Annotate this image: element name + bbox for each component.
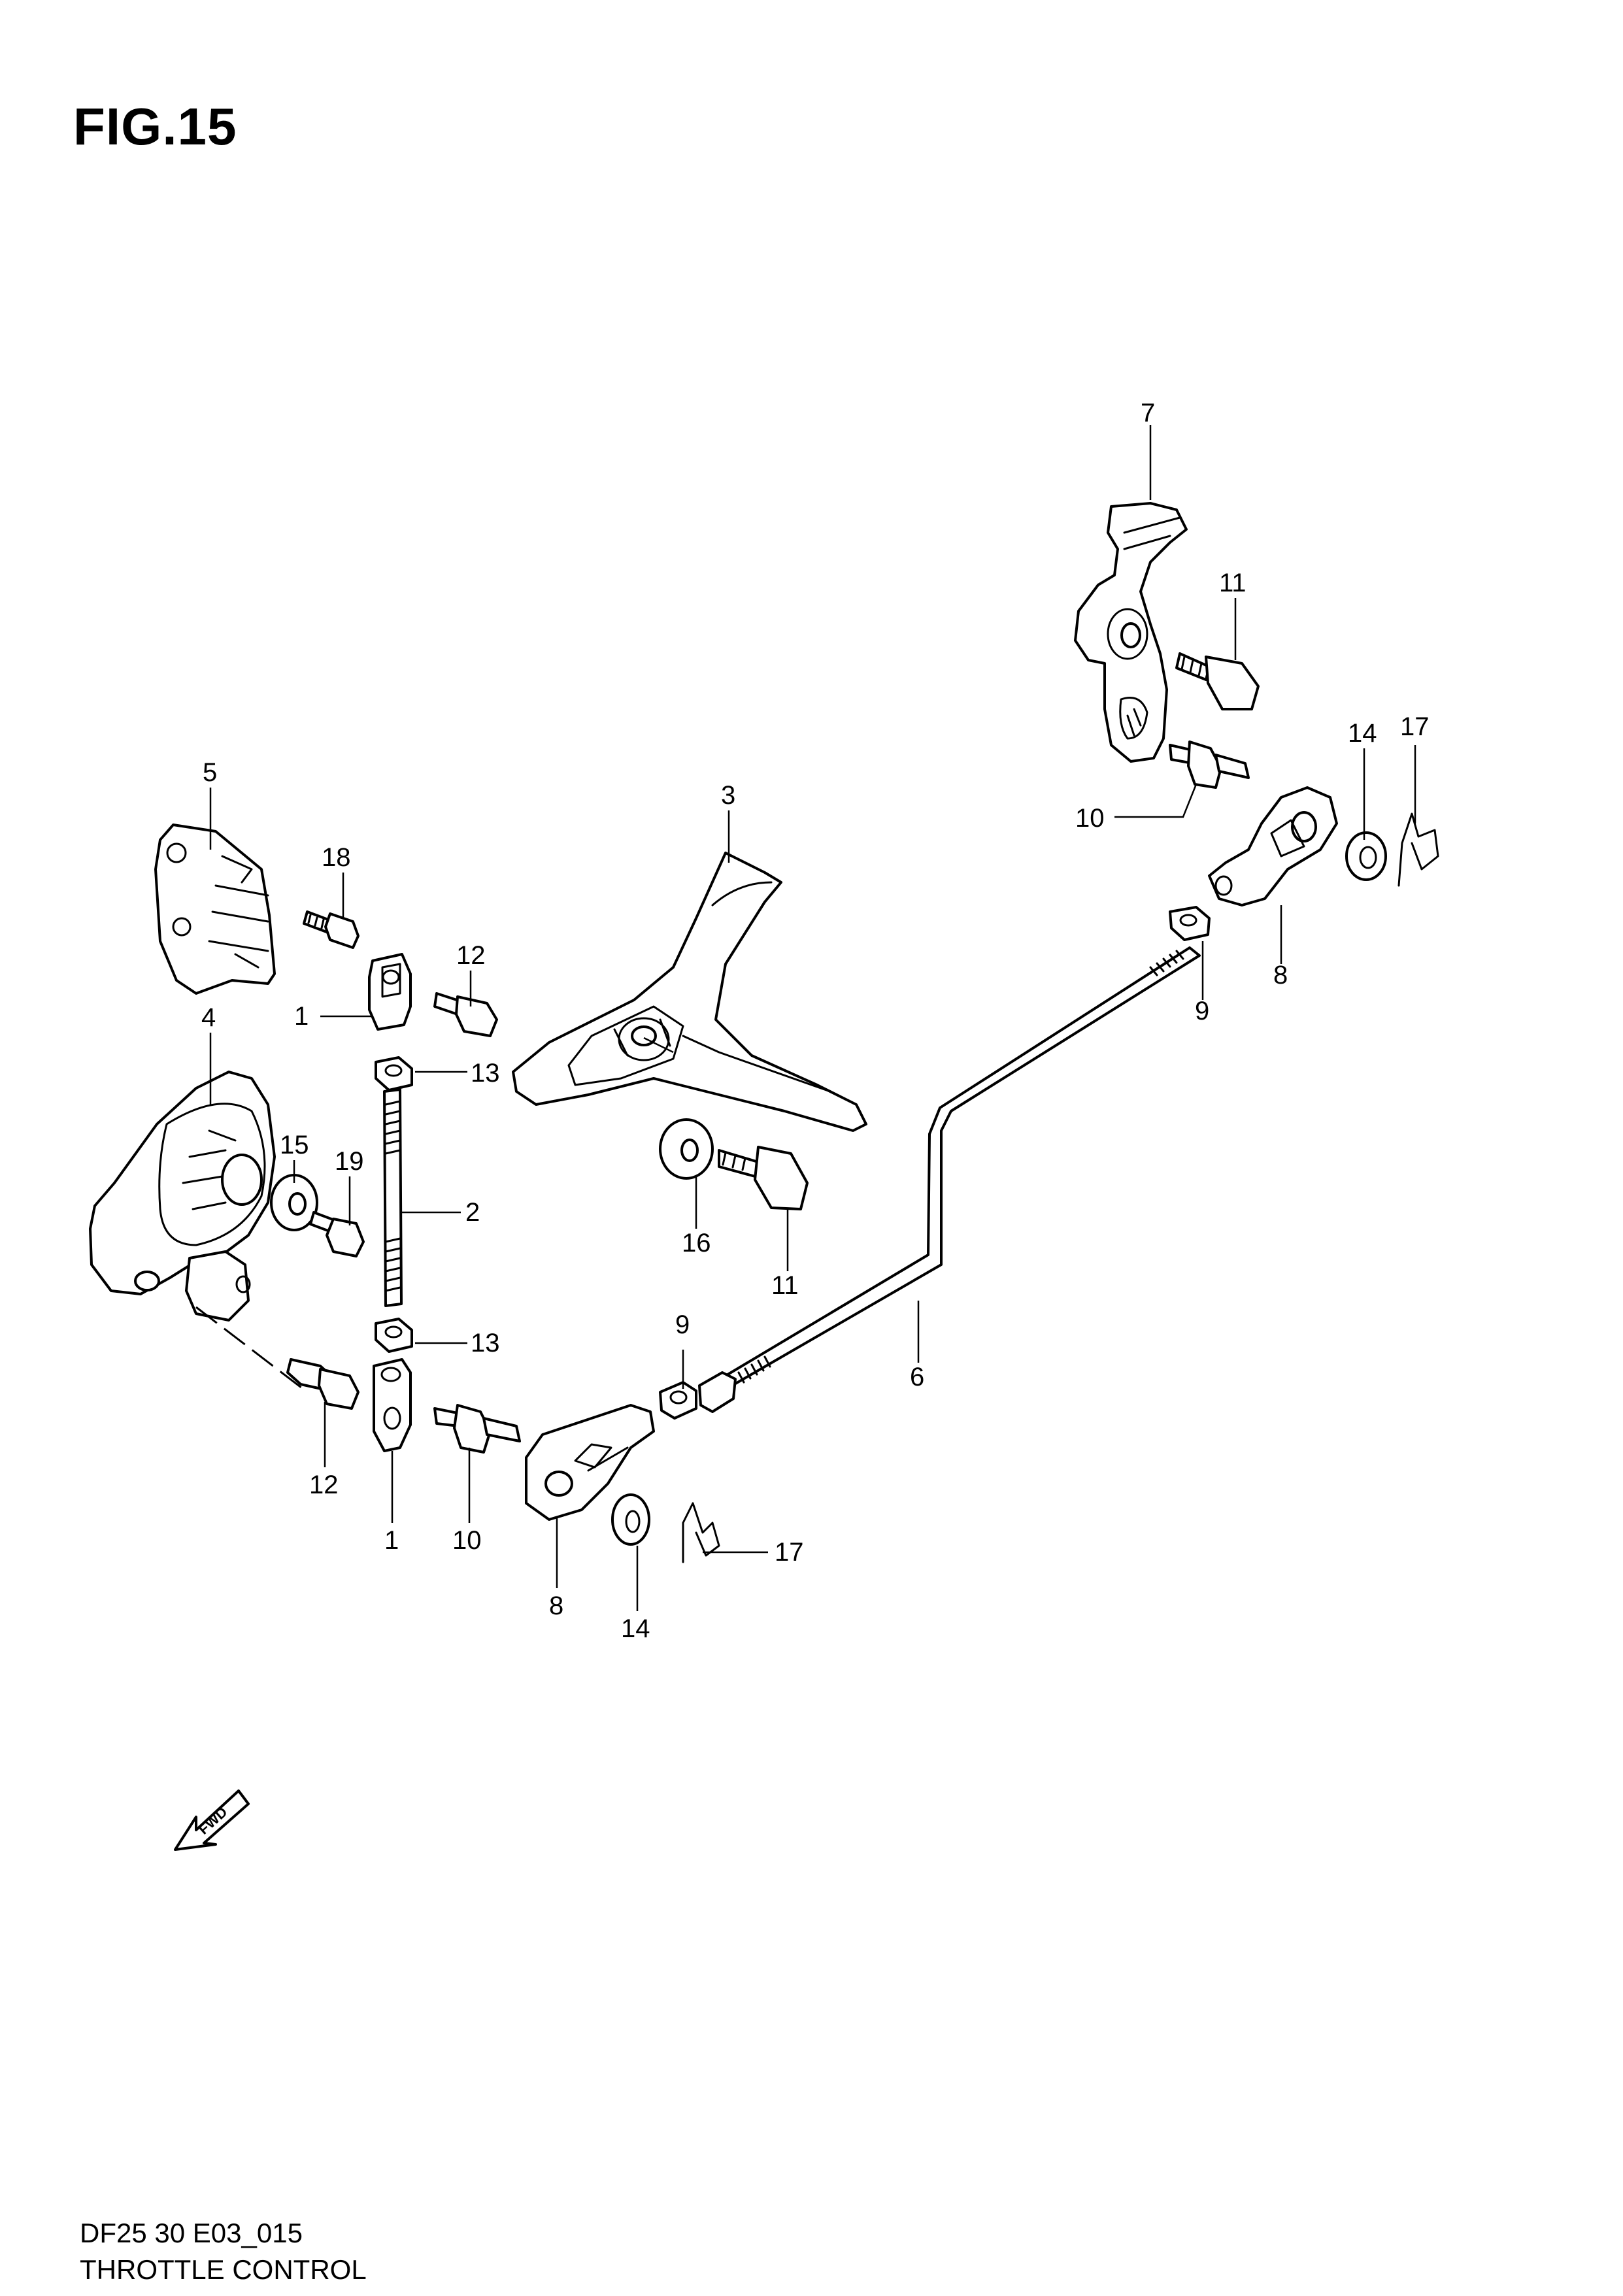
part-7-lever-arm [1074, 502, 1188, 763]
callout-6: 6 [910, 1363, 924, 1391]
part-11-bolt-upper [1175, 652, 1260, 710]
callout-10-upper: 10 [1075, 804, 1105, 833]
part-14-washer-lower [611, 1493, 650, 1546]
callout-15: 15 [280, 1131, 309, 1159]
callout-18: 18 [322, 843, 351, 872]
callout-17-upper: 17 [1400, 712, 1430, 741]
callout-16: 16 [682, 1229, 711, 1257]
part-15-washer [270, 1174, 318, 1231]
callout-1-lower: 1 [384, 1526, 399, 1555]
part-17-clip-lower [682, 1502, 720, 1563]
part-2-adjusting-rod [383, 1088, 403, 1307]
callout-5: 5 [203, 758, 217, 787]
part-10-pin-lower [433, 1404, 521, 1454]
callout-10-lower: 10 [452, 1526, 482, 1555]
callout-9-lower: 9 [675, 1310, 690, 1339]
callout-3: 3 [721, 781, 735, 810]
callout-14-upper: 14 [1348, 719, 1377, 748]
part-4-throttle-cam [89, 1071, 276, 1322]
part-14-washer-upper [1345, 831, 1387, 881]
part-18-bolt [303, 910, 360, 949]
callout-2: 2 [465, 1198, 480, 1227]
callout-labels: 7 11 14 17 10 8 9 5 18 12 1 4 13 15 19 2… [201, 399, 1430, 1643]
part-9-nut-upper [1169, 906, 1211, 941]
callout-1-upper: 1 [294, 1002, 309, 1031]
part-8-rod-end-lower [525, 1404, 655, 1521]
part-5-bracket-plate [154, 824, 276, 995]
part-12-stud-upper [433, 992, 498, 1037]
part-13-nut-lower [375, 1318, 413, 1353]
part-11-bolt-center [718, 1146, 809, 1210]
callout-8-lower: 8 [549, 1591, 563, 1620]
callout-13-upper: 13 [471, 1059, 500, 1088]
figure-title: FIG.15 [73, 97, 237, 156]
callout-12-upper: 12 [456, 941, 486, 970]
part-6-throttle-rod [698, 946, 1201, 1413]
part-12-stud-lower [286, 1358, 360, 1410]
part-19-bolt [309, 1211, 365, 1257]
callout-4: 4 [201, 1003, 216, 1032]
callout-19: 19 [335, 1147, 364, 1176]
part-9-nut-lower [659, 1381, 697, 1420]
fwd-arrow-icon: FWD [174, 1789, 250, 1851]
callout-11-center: 11 [771, 1271, 799, 1300]
centre-line [195, 1306, 308, 1393]
part-10-pin-upper [1169, 740, 1250, 789]
diagram-caption: THROTTLE CONTROL [80, 2254, 367, 2285]
part-1-rod-joint-upper [368, 953, 412, 1031]
callout-9-upper: 9 [1195, 997, 1209, 1025]
part-1-rod-joint-lower [373, 1358, 412, 1452]
part-13-nut-upper [375, 1056, 413, 1091]
callout-11-upper: 11 [1219, 569, 1247, 597]
part-16-washer [659, 1118, 714, 1180]
part-17-clip-upper [1397, 812, 1439, 887]
diagram-code: DF25 30 E03_015 [80, 2218, 303, 2248]
callout-13-lower: 13 [471, 1329, 500, 1357]
leader-lines [209, 425, 1416, 1611]
part-8-rod-end-upper [1208, 786, 1338, 907]
callout-8-upper: 8 [1273, 961, 1288, 990]
callout-12-lower: 12 [309, 1471, 339, 1499]
part-3-throttle-lever [512, 852, 867, 1132]
callout-7: 7 [1141, 399, 1155, 427]
callout-17-lower: 17 [775, 1538, 804, 1567]
callout-14-lower: 14 [621, 1614, 650, 1643]
